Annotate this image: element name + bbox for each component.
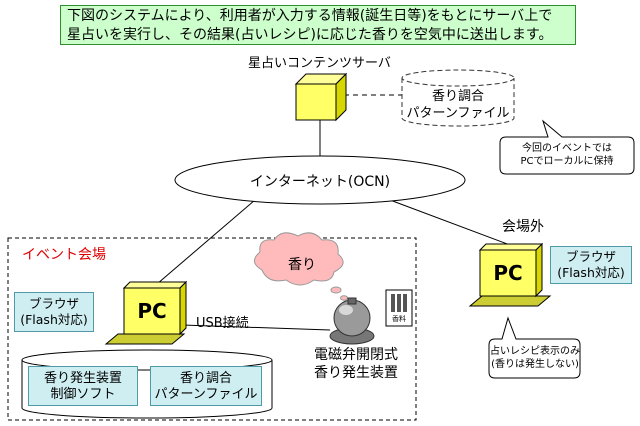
internet-outside-pc-line	[389, 199, 511, 246]
aroma-device-line-2: 香り発生装置	[314, 365, 398, 381]
event-pattern-file-line-2: パターンファイル	[154, 387, 258, 402]
description-banner: 下図のシステムにより、利用者が入力する情報(誕生日等)をもとにサーバ上で 星占い…	[60, 5, 576, 45]
internet-event-pc-line	[149, 199, 256, 291]
event-browser-line-2: (Flash対応)	[20, 312, 88, 327]
control-software-line-1: 香り発生装置	[43, 371, 122, 386]
server-note-line-2: PCでローカルに保持	[520, 156, 614, 167]
banner-line-1: 下図のシステムにより、利用者が入力する情報(誕生日等)をもとにサーバ上で	[67, 8, 553, 24]
server-file-line-1: 香り調合	[431, 89, 484, 104]
event-browser-line-1: ブラウザ	[28, 296, 79, 311]
server-label: 星占いコンテンツサーバ	[248, 56, 391, 71]
server-file-line-2: パターンファイル	[406, 106, 510, 121]
server-note-line-1: 今回のイベントでは	[522, 143, 612, 154]
event-pattern-file-box: 香り調合 パターンファイル	[150, 366, 262, 406]
aroma-cloud-label: 香り	[288, 257, 316, 273]
outside-venue-title: 会場外	[502, 219, 544, 235]
outside-browser-line-1: ブラウザ	[565, 249, 616, 264]
cartridge-label: 香料	[392, 315, 406, 323]
internet-ellipse	[174, 155, 466, 205]
internet-label: インターネット(OCN)	[249, 174, 391, 190]
aroma-device-icon	[329, 297, 375, 345]
aroma-device-label: 電磁弁開閉式 香り発生装置	[302, 346, 410, 382]
aroma-device-line-1: 電磁弁開閉式	[314, 347, 398, 363]
control-software-box: 香り発生装置 制御ソフト	[28, 366, 138, 406]
server-cube-icon	[294, 72, 348, 122]
server-file-label: 香り調合 パターンファイル	[404, 88, 512, 122]
outside-pc-icon	[468, 242, 552, 307]
outside-note-callout	[488, 316, 581, 379]
outside-browser-note: ブラウザ (Flash対応)	[550, 246, 632, 284]
event-pc-label: PC	[137, 299, 167, 323]
outside-pc-label: PC	[493, 261, 523, 285]
aroma-cartridge-icon	[385, 289, 413, 327]
outside-note-text: 占いレシピ表示のみ (香りは発生しない)	[490, 345, 580, 371]
event-pattern-file-line-1: 香り調合	[179, 371, 232, 386]
usb-line	[181, 324, 331, 331]
event-venue-box	[7, 237, 417, 421]
server-note-callout	[499, 119, 635, 175]
control-software-line-2: 制御ソフト	[50, 387, 116, 402]
usb-connection-label: USB接続	[196, 316, 249, 331]
outside-browser-line-2: (Flash対応)	[557, 265, 625, 280]
event-venue-title: イベント会場	[22, 247, 106, 263]
event-browser-note: ブラウザ (Flash対応)	[14, 292, 94, 332]
outside-note-line-1: 占いレシピ表示のみ	[490, 346, 580, 357]
banner-line-2: 星占いを実行し、その結果(占いレシピ)に応じた香りを空気中に送出します。	[67, 27, 553, 43]
server-file-cylinder-icon	[401, 69, 515, 127]
server-note-text: 今回のイベントでは PCでローカルに保持	[502, 142, 632, 168]
aroma-cloud-icon	[254, 232, 348, 301]
outside-note-line-2: (香りは発生しない)	[491, 359, 579, 370]
event-pc-icon	[104, 280, 188, 345]
